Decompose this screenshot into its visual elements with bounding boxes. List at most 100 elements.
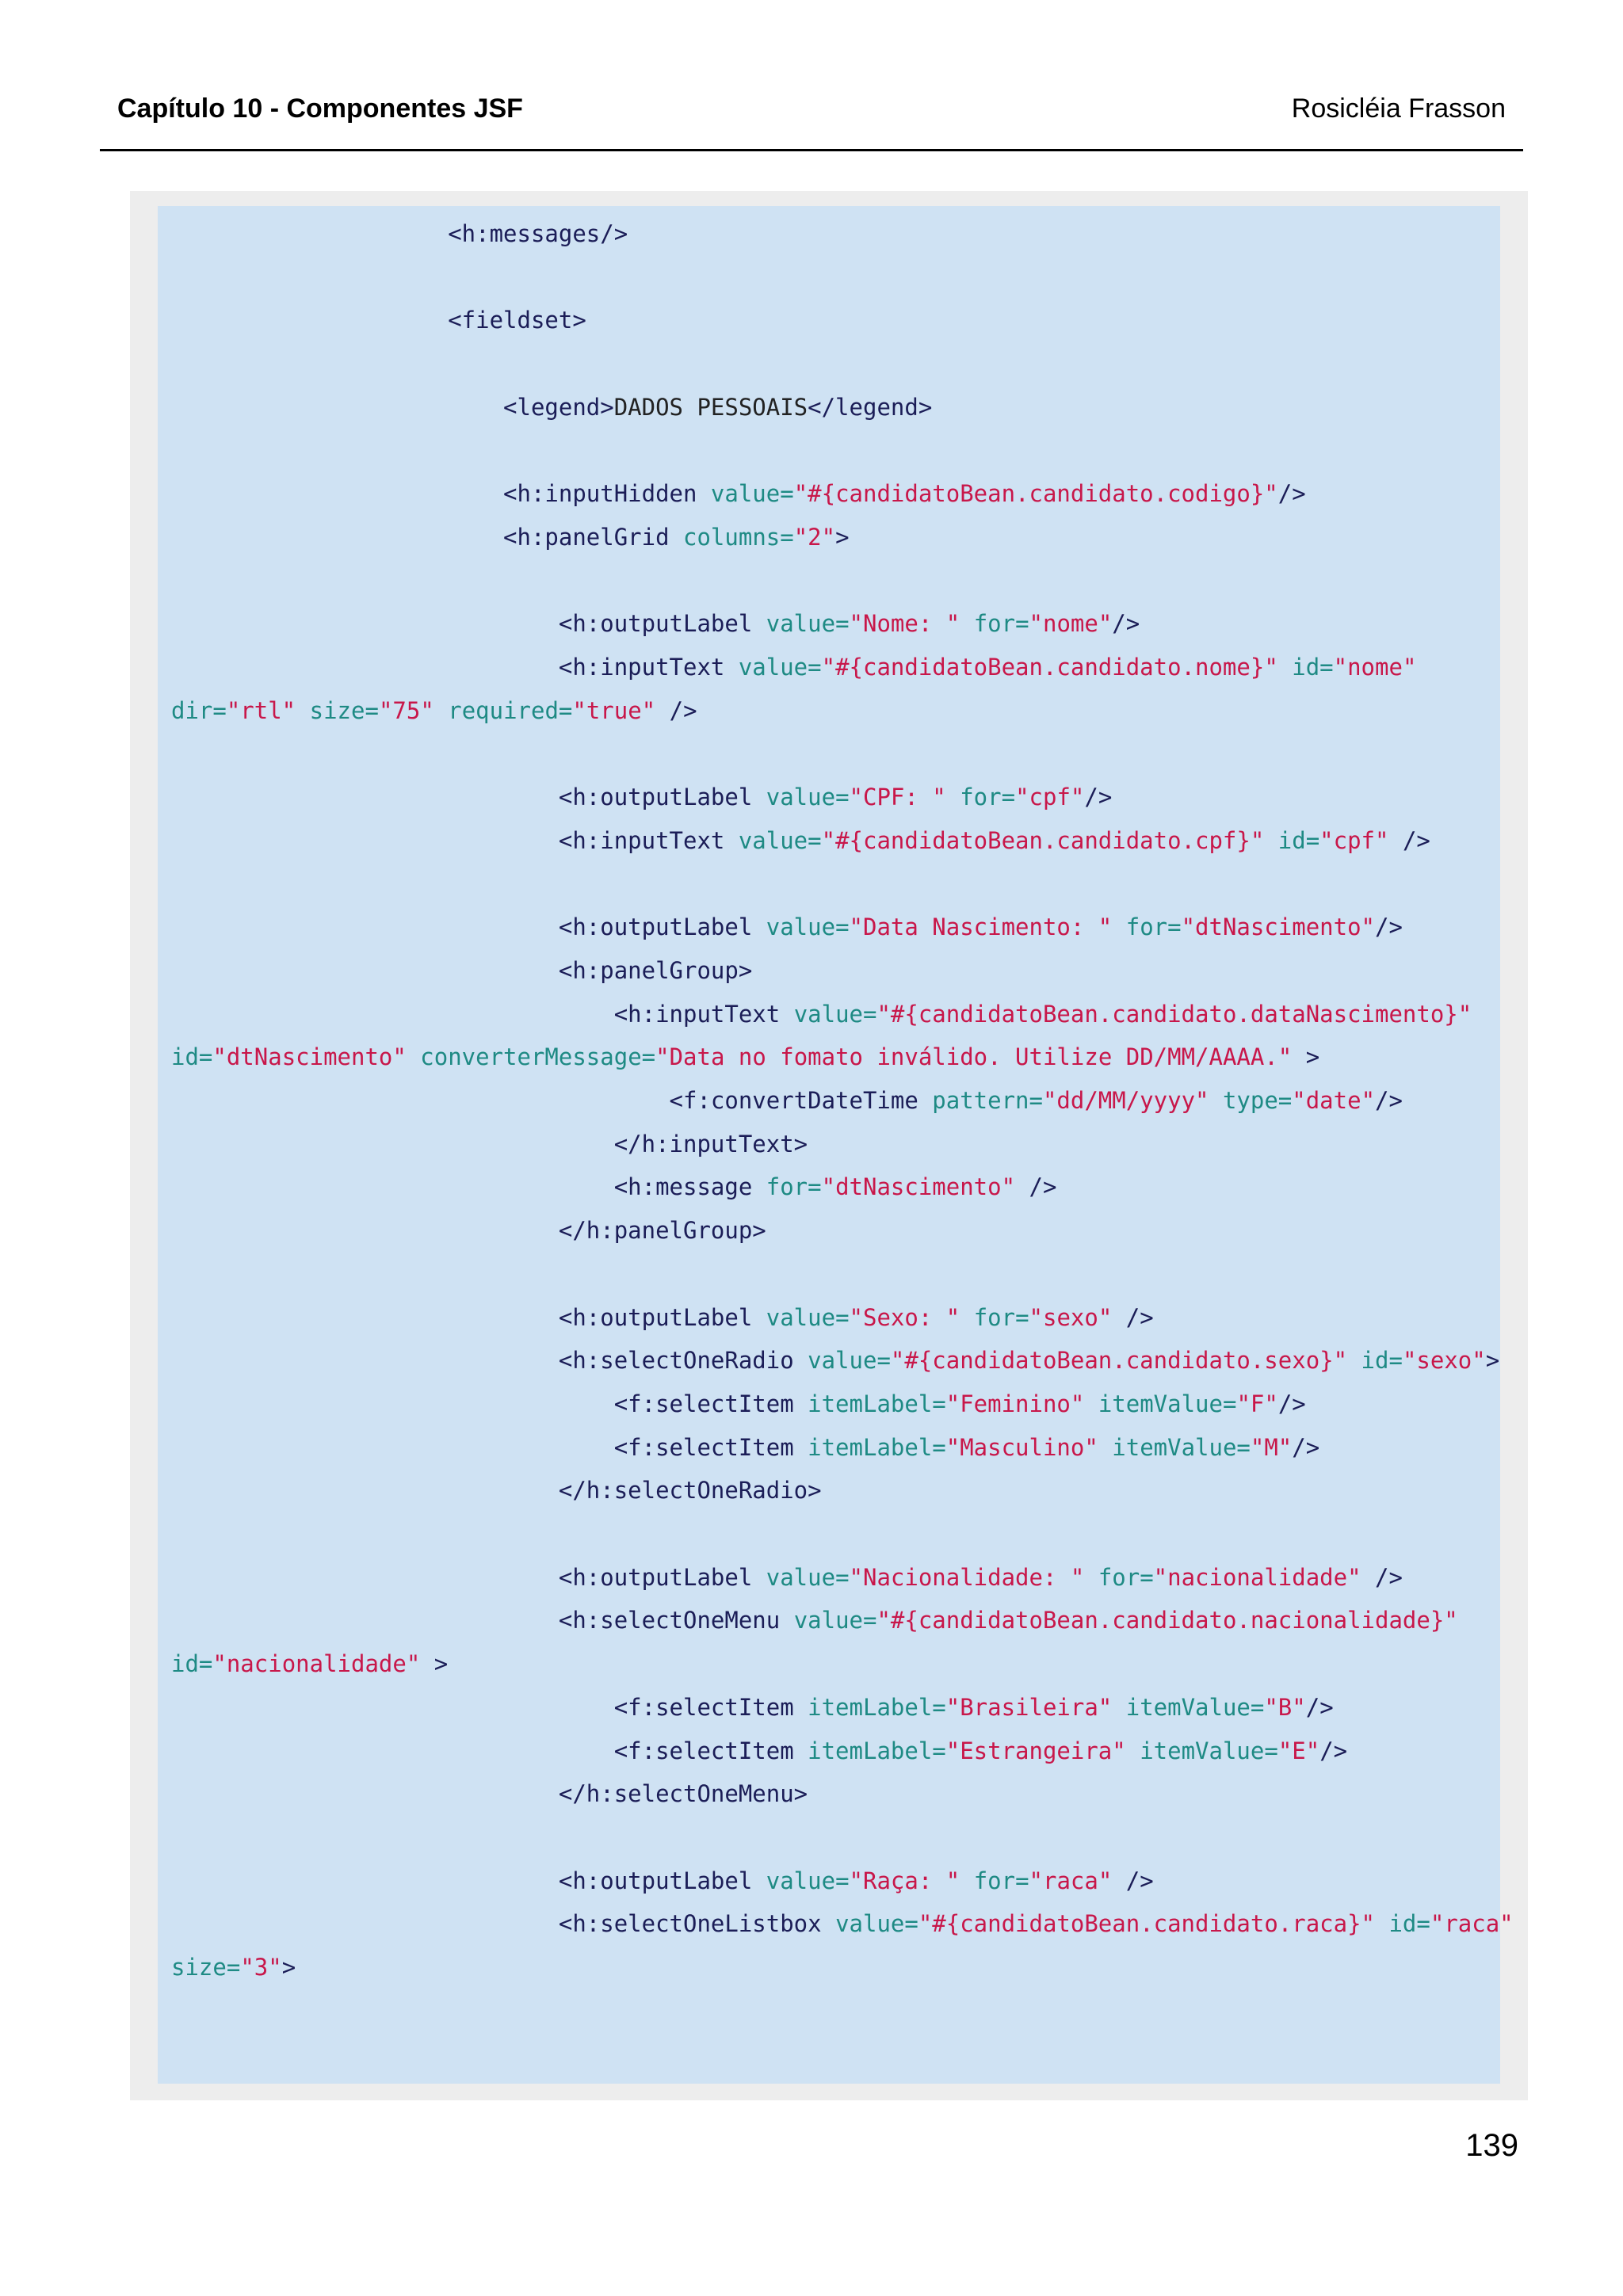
code-token <box>1375 1910 1388 1937</box>
code-token: value= <box>710 480 794 508</box>
code-token: <h:message <box>171 1173 766 1201</box>
code-token <box>1084 1390 1098 1417</box>
code-token: "Data no fomato inválido. Utilize DD/MM/… <box>655 1043 1293 1071</box>
code-token: /> <box>1361 1563 1403 1591</box>
code-line: <h:panelGroup> <box>171 955 752 986</box>
code-token: <h:outputLabel <box>171 1867 766 1894</box>
code-token: > <box>1485 1347 1500 1375</box>
code-line: <h:inputText value="#{candidatoBean.cand… <box>171 998 1472 1030</box>
code-token: converterMessage= <box>420 1043 656 1071</box>
code-token: /> <box>1112 1303 1154 1331</box>
code-token: </h:inputText> <box>171 1130 808 1158</box>
code-token: /> <box>1292 1433 1320 1461</box>
code-token: value= <box>793 1000 877 1028</box>
code-token: itemLabel= <box>808 1737 946 1764</box>
code-token: itemValue= <box>1112 1433 1251 1461</box>
code-token: <h:outputLabel <box>171 1563 766 1591</box>
code-token: id= <box>1277 826 1320 854</box>
code-token <box>960 610 973 637</box>
code-line: <h:selectOneListbox value="#{candidatoBe… <box>171 1908 1514 1939</box>
code-token: "Masculino" <box>945 1433 1098 1461</box>
code-token: /> <box>1015 1173 1057 1201</box>
code-line: <h:selectOneRadio value="#{candidatoBean… <box>171 1344 1499 1376</box>
code-token: "Raça: " <box>849 1867 960 1894</box>
code-token: > <box>835 523 850 551</box>
code-token: /> <box>1112 610 1140 638</box>
code-token <box>960 1867 973 1894</box>
code-token: for= <box>973 610 1029 638</box>
code-line: <h:inputHidden value="#{candidatoBean.ca… <box>171 478 1306 509</box>
code-token: "75" <box>378 696 434 724</box>
code-line: <f:selectItem itemLabel="Feminino" itemV… <box>171 1388 1306 1420</box>
code-token: /> <box>1277 480 1306 508</box>
code-token: "raca" <box>1430 1910 1514 1938</box>
code-token <box>1264 827 1277 854</box>
code-token: <f:selectItem <box>171 1433 808 1461</box>
code-token: id= <box>171 1043 213 1071</box>
code-token: /> <box>1375 913 1403 941</box>
code-line: <f:selectItem itemLabel="Estrangeira" it… <box>171 1735 1347 1767</box>
code-token: itemValue= <box>1140 1737 1278 1764</box>
code-token: <h:selectOneRadio <box>171 1347 808 1375</box>
code-token: "#{candidatoBean.candidato.nome}" <box>821 654 1278 681</box>
code-token: "Feminino" <box>945 1390 1085 1417</box>
code-token: type= <box>1222 1087 1293 1114</box>
code-line: id="nacionalidade" > <box>171 1648 448 1680</box>
code-line: <h:outputLabel value="Raça: " for="raca"… <box>171 1865 1154 1897</box>
code-line: <fieldset> <box>171 304 586 336</box>
page-header-chapter: Capítulo 10 - Componentes JSF <box>117 93 523 124</box>
code-token: for= <box>973 1867 1029 1894</box>
code-token: <f:selectItem <box>171 1693 808 1721</box>
code-token: "2" <box>793 523 836 551</box>
code-token <box>1112 913 1125 940</box>
code-token: "Nacionalidade: " <box>849 1563 1085 1591</box>
code-token <box>1126 1737 1140 1764</box>
code-token: </legend> <box>808 393 933 421</box>
code-token: "#{candidatoBean.candidato.dataNasciment… <box>876 1000 1472 1028</box>
code-line: <f:selectItem itemLabel="Brasileira" ite… <box>171 1691 1334 1723</box>
code-token: > <box>281 1954 296 1981</box>
code-line: <h:outputLabel value="Nome: " for="nome"… <box>171 608 1140 639</box>
code-token: "sexo" <box>1402 1347 1486 1375</box>
code-token: itemLabel= <box>808 1693 946 1721</box>
code-token: value= <box>808 1347 891 1375</box>
code-line: <f:convertDateTime pattern="dd/MM/yyyy" … <box>171 1085 1403 1116</box>
code-token: <fieldset> <box>171 307 586 334</box>
code-token <box>1347 1347 1361 1374</box>
code-token: <h:outputLabel <box>171 610 766 638</box>
page-header-author: Rosicléia Frasson <box>1291 93 1506 124</box>
code-token: itemValue= <box>1098 1390 1237 1417</box>
code-token: "#{candidatoBean.candidato.codigo}" <box>793 480 1278 508</box>
code-token: "date" <box>1292 1087 1376 1114</box>
code-token: id= <box>1292 654 1334 681</box>
code-token: "Brasileira" <box>945 1693 1113 1721</box>
code-line: </h:selectOneMenu> <box>171 1778 808 1810</box>
code-token: <f:selectItem <box>171 1737 808 1764</box>
code-token: "cpf" <box>1319 826 1389 854</box>
code-listing: <h:messages/> <fieldset> <legend>DADOS P… <box>158 206 1514 2084</box>
code-token: "nome" <box>1029 610 1113 638</box>
code-token: "F" <box>1236 1390 1278 1417</box>
page-number: 139 <box>1465 2128 1518 2163</box>
code-token: for= <box>960 784 1016 811</box>
code-token: for= <box>1125 913 1182 941</box>
code-token <box>1098 1434 1112 1461</box>
code-token: itemValue= <box>1125 1693 1265 1721</box>
code-token: "B" <box>1264 1693 1306 1721</box>
code-line: <h:selectOneMenu value="#{candidatoBean.… <box>171 1604 1458 1636</box>
code-line: <h:outputLabel value="CPF: " for="cpf"/> <box>171 781 1112 813</box>
code-token: <h:panelGroup> <box>171 956 753 984</box>
code-token: /> <box>1388 826 1430 854</box>
code-token: > <box>420 1650 449 1678</box>
code-token: <h:inputText <box>171 826 739 854</box>
code-token: "dtNascimento" <box>212 1043 407 1071</box>
code-token: <h:inputText <box>171 1000 794 1028</box>
code-token: size= <box>171 1954 241 1981</box>
code-token: "Sexo: " <box>849 1303 960 1331</box>
code-token: "nacionalidade" <box>1153 1563 1361 1591</box>
code-token: for= <box>973 1303 1029 1331</box>
code-token: "true" <box>572 696 656 724</box>
code-token: value= <box>835 1910 918 1938</box>
code-token: "#{candidatoBean.candidato.sexo}" <box>890 1347 1348 1375</box>
code-token: "cpf" <box>1015 784 1085 811</box>
